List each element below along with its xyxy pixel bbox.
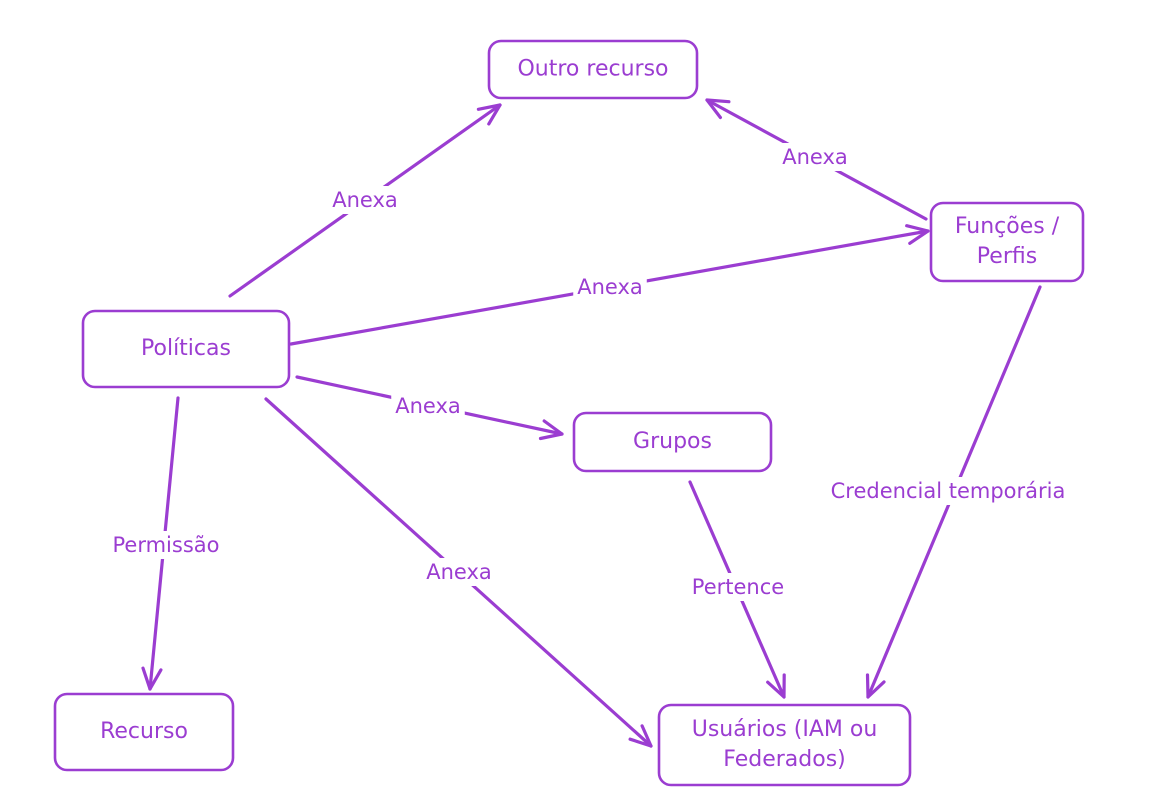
edge-label-group: Anexa — [778, 143, 852, 171]
node-usuarios[interactable]: Usuários (IAM ou Federados) — [657, 703, 912, 787]
node-label: Outro recurso — [517, 57, 668, 82]
edge-label-background — [826, 477, 1070, 505]
node-grupos[interactable]: Grupos — [572, 411, 773, 473]
edge-label-background — [778, 143, 852, 171]
labels-layer: AnexaAnexaAnexaAnexaAnexaPermissãoPerten… — [108, 143, 1070, 601]
edge-label: Anexa — [395, 394, 461, 418]
node-box — [81, 309, 291, 389]
node-politicas[interactable]: Políticas — [81, 309, 291, 389]
arrowhead-icon — [865, 673, 886, 699]
edge-label-group: Anexa — [328, 186, 402, 214]
edge-label-group: Anexa — [391, 392, 465, 420]
edge-label-background — [328, 186, 402, 214]
edge-label: Anexa — [332, 188, 398, 212]
edge-label-background — [687, 573, 789, 601]
edge-label-group: Anexa — [573, 273, 647, 301]
node-box — [657, 703, 912, 787]
node-label: Políticas — [141, 336, 231, 361]
arrowhead-icon — [766, 673, 786, 699]
arrowhead-icon — [628, 724, 653, 748]
node-label: Recurso — [100, 719, 188, 744]
arrowhead-icon — [705, 98, 731, 120]
node-box — [572, 411, 773, 473]
edge-label-group: Credencial temporária — [826, 477, 1070, 505]
node-outro-recurso[interactable]: Outro recurso — [487, 39, 699, 100]
arrowhead-icon — [476, 103, 502, 126]
edge-label-group: Anexa — [422, 558, 496, 586]
edge-label-group: Pertence — [687, 573, 789, 601]
arrowhead-icon — [538, 419, 564, 441]
arrowhead-icon — [905, 224, 930, 245]
node-label: Usuários (IAM ou — [692, 717, 878, 742]
node-box — [487, 39, 699, 100]
edge-label: Pertence — [692, 575, 784, 599]
node-label: Funções / — [955, 214, 1060, 239]
node-label: Federados) — [723, 747, 845, 772]
edge-label-background — [108, 531, 224, 559]
edge-label: Anexa — [426, 560, 492, 584]
node-box — [53, 692, 235, 772]
node-box — [929, 201, 1085, 283]
node-label: Grupos — [633, 429, 712, 454]
node-funcoes-perfis[interactable]: Funções / Perfis — [929, 201, 1085, 283]
arrowhead-icon — [141, 666, 163, 691]
edge-label-background — [391, 392, 465, 420]
edge-label-group: Permissão — [108, 531, 224, 559]
edge-label: Permissão — [113, 533, 220, 557]
edge-label-background — [422, 558, 496, 586]
node-label: Perfis — [977, 244, 1037, 269]
edge-label: Anexa — [577, 275, 643, 299]
edge-label: Credencial temporária — [831, 479, 1066, 503]
node-recurso[interactable]: Recurso — [53, 692, 235, 772]
edge-label: Anexa — [782, 145, 848, 169]
edge-label-background — [573, 273, 647, 301]
